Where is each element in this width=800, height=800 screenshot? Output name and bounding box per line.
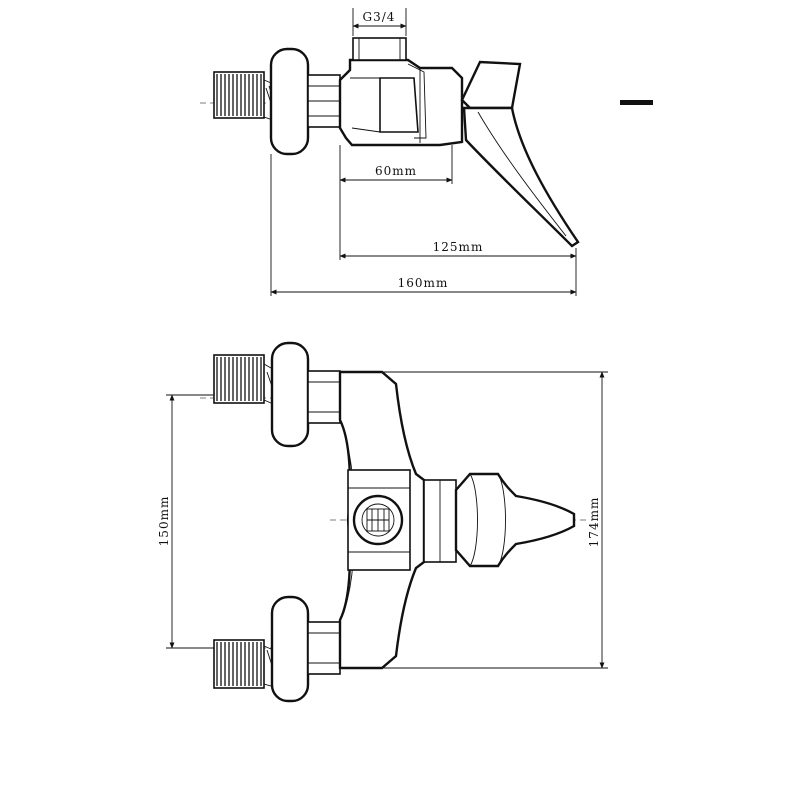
wall-flange-side <box>269 47 310 156</box>
dim-125-label: 125mm <box>433 240 484 254</box>
lever-handle-side <box>460 60 580 248</box>
dim-60mm: 60mm <box>339 145 453 260</box>
dim-60-label: 60mm <box>375 164 417 178</box>
dim-150mm: 150mm <box>157 394 214 649</box>
short-dash-mark <box>620 100 653 105</box>
side-view: G3/4 60mm 125mm 160mm <box>200 8 653 296</box>
dim-125mm: 125mm <box>339 240 577 296</box>
upper-hex-nut <box>307 370 341 424</box>
lower-inlet <box>213 595 341 703</box>
lower-hex-nut <box>307 621 341 675</box>
dim-thread: G3/4 <box>352 8 407 36</box>
dim-160-label: 160mm <box>398 276 449 290</box>
upper-inlet <box>213 341 341 448</box>
dim-150-label: 150mm <box>157 496 171 547</box>
lever-handle-top <box>423 472 576 568</box>
top-view: 150mm 174mm <box>157 341 608 703</box>
dim-160mm: 160mm <box>270 154 577 296</box>
dim-174mm: 174mm <box>382 371 608 669</box>
mixer-body-top <box>338 370 426 670</box>
lower-flange <box>270 595 310 703</box>
thread-size-label: G3/4 <box>363 10 396 24</box>
dim-174-label: 174mm <box>587 497 601 548</box>
upper-flange <box>270 341 310 448</box>
g34-connector <box>352 37 407 61</box>
hex-nut-side <box>307 74 341 128</box>
mixer-body-side <box>338 37 464 147</box>
threaded-inlet-side <box>213 71 277 122</box>
